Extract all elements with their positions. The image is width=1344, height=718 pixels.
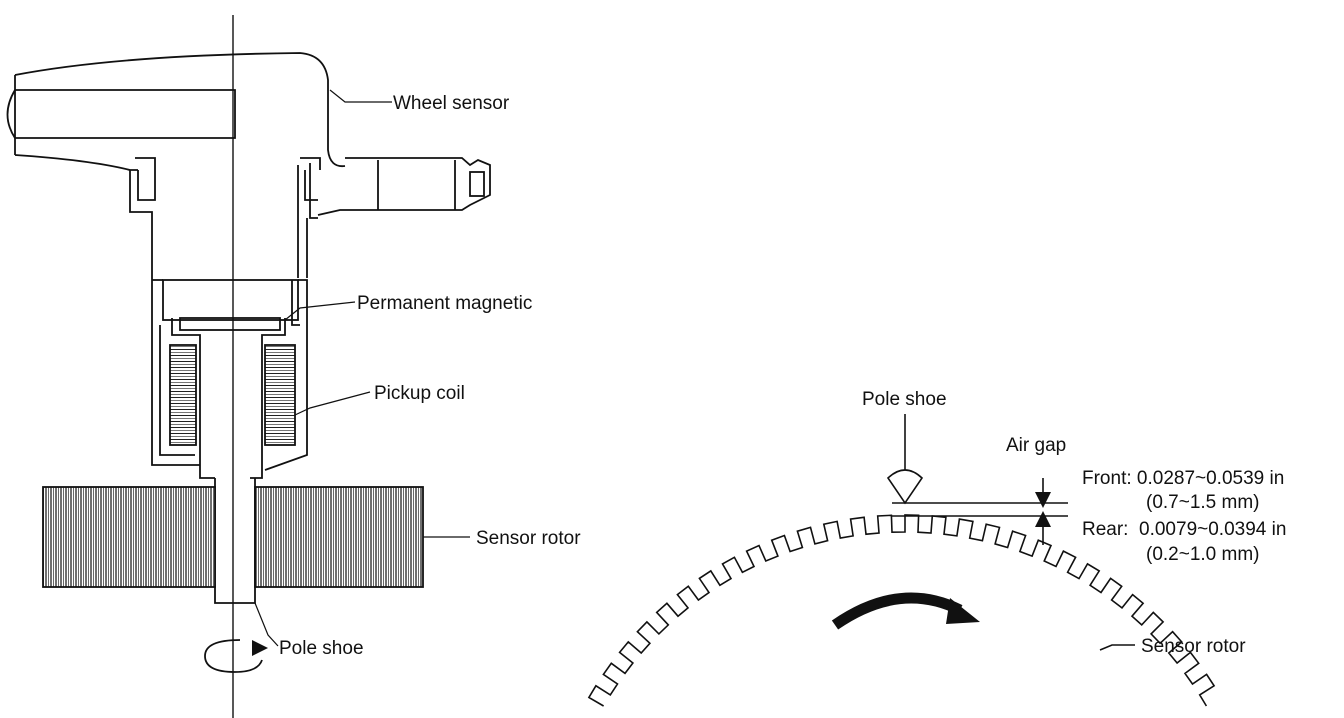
label-front-spec: Front: 0.0287~0.0539 in	[1082, 468, 1284, 489]
pickup-coil-left	[169, 344, 197, 446]
label-pickup-coil: Pickup coil	[374, 383, 465, 404]
label-front-mm: (0.7~1.5 mm)	[1146, 492, 1260, 513]
label-pole-shoe-right: Pole shoe	[862, 389, 947, 410]
label-sensor-rotor-right: Sensor rotor	[1141, 636, 1246, 657]
pickup-coil-right	[264, 344, 296, 446]
label-permanent-magnetic: Permanent magnetic	[357, 293, 532, 314]
rotation-direction-arrow-icon	[831, 592, 963, 630]
sensor-connector	[309, 157, 491, 219]
left-leader-lines	[254, 89, 470, 647]
label-pole-shoe-left: Pole shoe	[279, 638, 364, 659]
label-rear-mm: (0.2~1.0 mm)	[1146, 544, 1260, 565]
label-rear-spec: Rear: 0.0079~0.0394 in	[1082, 519, 1286, 540]
label-sensor-rotor-left: Sensor rotor	[476, 528, 581, 549]
wheel-sensor-cross-section	[6, 15, 491, 718]
rotation-arrow-icon	[204, 639, 263, 673]
sensor-cable	[6, 52, 346, 171]
sensor-rotor-right	[254, 486, 424, 588]
sensor-housing	[129, 157, 321, 479]
pole-shoe-tip-icon	[886, 469, 924, 505]
label-wheel-sensor: Wheel sensor	[393, 93, 510, 114]
pole-shoe-left	[214, 478, 256, 604]
sensor-rotor-gear	[587, 514, 1216, 707]
sensor-rotor-left	[42, 486, 216, 588]
air-gap-detail	[587, 414, 1216, 707]
label-air-gap: Air gap	[1006, 435, 1066, 456]
